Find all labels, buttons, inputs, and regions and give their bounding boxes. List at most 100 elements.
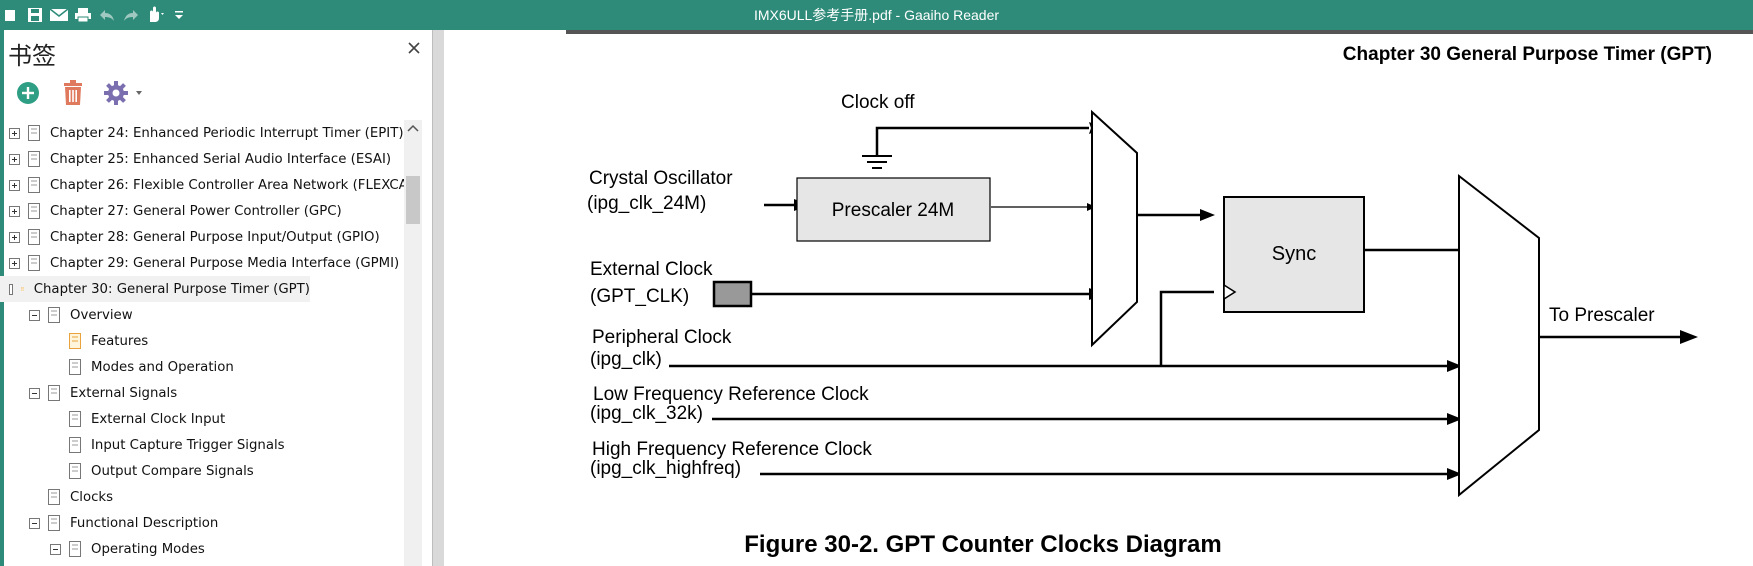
tree-item[interactable]: Features (0, 328, 148, 354)
tree-item[interactable]: Clocks (0, 484, 113, 510)
tree-item-label: External Signals (70, 385, 178, 401)
quick-access-toolbar (0, 0, 192, 30)
tree-item-label: External Clock Input (91, 411, 226, 427)
prescaler-label: Prescaler 24M (832, 200, 955, 221)
external-label-1: External Clock (590, 259, 713, 280)
tree-item-label: Functional Description (70, 515, 219, 531)
tree-item[interactable]: Input Capture Trigger Signals (0, 432, 285, 458)
expand-icon[interactable] (9, 153, 20, 165)
tree-item-label: Input Capture Trigger Signals (91, 437, 285, 453)
open-icon[interactable] (0, 0, 22, 30)
crystal-label-2: (ipg_clk_24M) (587, 193, 706, 214)
bookmark-icon (69, 359, 81, 375)
peripheral-label-1: Peripheral Clock (592, 327, 732, 348)
expand-icon[interactable] (9, 127, 20, 139)
tree-item[interactable]: Chapter 28: General Purpose Input/Output… (0, 224, 380, 250)
scrollbar-thumb[interactable] (406, 176, 420, 224)
panel-title: 书签 (8, 42, 56, 70)
tree-item[interactable]: Overview (0, 302, 133, 328)
gpt-clock-diagram: Chapter 30 General Purpose Timer (GPT) C… (566, 30, 1753, 558)
collapse-icon[interactable] (29, 387, 40, 399)
tree-item-selected[interactable]: Chapter 30: General Purpose Timer (GPT) (0, 276, 310, 302)
chevron-down-icon (136, 91, 142, 95)
mux-1 (1091, 109, 1138, 348)
collapse-icon[interactable] (29, 517, 40, 529)
bookmark-icon (48, 307, 60, 323)
save-icon[interactable] (24, 0, 46, 30)
tree-item[interactable]: Chapter 24: Enhanced Periodic Interrupt … (0, 120, 404, 146)
tree-item-label: Chapter 28: General Purpose Input/Output… (50, 229, 380, 245)
peripheral-label-2: (ipg_clk) (590, 349, 662, 370)
tree-item-label: Chapter 26: Flexible Controller Area Net… (50, 177, 404, 193)
sync-box (1223, 196, 1365, 313)
tree-item[interactable]: Operating Modes (0, 536, 205, 562)
gear-icon (104, 81, 142, 105)
undo-icon[interactable] (96, 0, 118, 30)
clock-off-line (875, 126, 1089, 155)
bookmark-icon (28, 151, 40, 167)
bookmark-icon (28, 203, 40, 219)
title-bar: IMX6ULL参考手册.pdf - Gaaiho Reader (0, 0, 1753, 30)
bookmark-icon (48, 489, 60, 505)
tree-item[interactable]: Output Compare Signals (0, 458, 254, 484)
collapse-icon[interactable] (29, 309, 40, 321)
document-page: Chapter 30 General Purpose Timer (GPT) C… (444, 30, 1753, 566)
tree-item-label: Modes and Operation (91, 359, 234, 375)
tree-scrollbar[interactable] (404, 120, 422, 566)
gpt-clk-pin (712, 280, 753, 308)
delete-bookmark-button[interactable] (62, 78, 84, 108)
tree-item[interactable]: Chapter 26: Flexible Controller Area Net… (0, 172, 404, 198)
hand-tool-icon[interactable] (144, 0, 166, 30)
tree-item[interactable]: Functional Description (0, 510, 218, 536)
tree-item-label: Operating Modes (91, 541, 205, 557)
bookmark-icon (21, 287, 24, 291)
tree-item[interactable]: Chapter 27: General Power Controller (GP… (0, 198, 342, 224)
mux-2 (1458, 173, 1540, 498)
redo-icon[interactable] (120, 0, 142, 30)
expand-icon[interactable] (9, 231, 20, 243)
bookmark-icon (28, 255, 40, 271)
tree-item-label: Clocks (70, 489, 114, 505)
ground-symbol (862, 155, 892, 169)
tree-item[interactable]: External Clock Input (0, 406, 225, 432)
tree-item-label: Chapter 29: General Purpose Media Interf… (50, 255, 400, 271)
page-top-edge (566, 30, 1753, 34)
tree-item-label: Output Compare Signals (91, 463, 254, 479)
tree-item-label: Features (91, 333, 149, 349)
settings-button[interactable] (104, 78, 144, 108)
bookmark-icon (69, 541, 81, 557)
tree-item[interactable]: Chapter 25: Enhanced Serial Audio Interf… (0, 146, 391, 172)
clock-off-label: Clock off (841, 92, 915, 113)
expand-icon[interactable] (9, 179, 20, 191)
high-freq-label-1: High Frequency Reference Clock (592, 439, 872, 460)
bookmark-icon (28, 177, 40, 193)
bookmark-icon (28, 229, 40, 245)
close-panel-button[interactable] (404, 38, 424, 58)
customize-icon[interactable] (168, 0, 190, 30)
expand-icon[interactable] (9, 257, 20, 269)
trash-icon (64, 80, 82, 105)
tree-item[interactable]: Chapter 29: General Purpose Media Interf… (0, 250, 399, 276)
bookmark-icon (48, 385, 60, 401)
tree-item-label: Chapter 30: General Purpose Timer (GPT) (33, 281, 310, 297)
bookmark-icon (69, 333, 81, 349)
crystal-label-1: Crystal Oscillator (589, 168, 733, 189)
sync-label: Sync (1272, 243, 1316, 265)
panel-splitter[interactable] (432, 30, 444, 566)
print-icon[interactable] (72, 0, 94, 30)
email-icon[interactable] (48, 0, 70, 30)
collapse-icon[interactable] (9, 283, 14, 295)
bookmark-icon (69, 437, 81, 453)
high-freq-label-2: (ipg_clk_highfreq) (590, 458, 741, 479)
scroll-up-icon[interactable] (404, 120, 422, 138)
expand-icon[interactable] (9, 205, 20, 217)
add-bookmark-button[interactable] (16, 78, 40, 108)
prescaler-box (796, 177, 991, 242)
tree-item-label: Chapter 27: General Power Controller (GP… (50, 203, 342, 219)
close-icon (408, 42, 420, 54)
add-icon (17, 82, 39, 104)
collapse-icon[interactable] (50, 543, 61, 555)
tree-item[interactable]: Modes and Operation (0, 354, 234, 380)
tree-item-label: Overview (70, 307, 133, 323)
tree-item[interactable]: External Signals (0, 380, 177, 406)
